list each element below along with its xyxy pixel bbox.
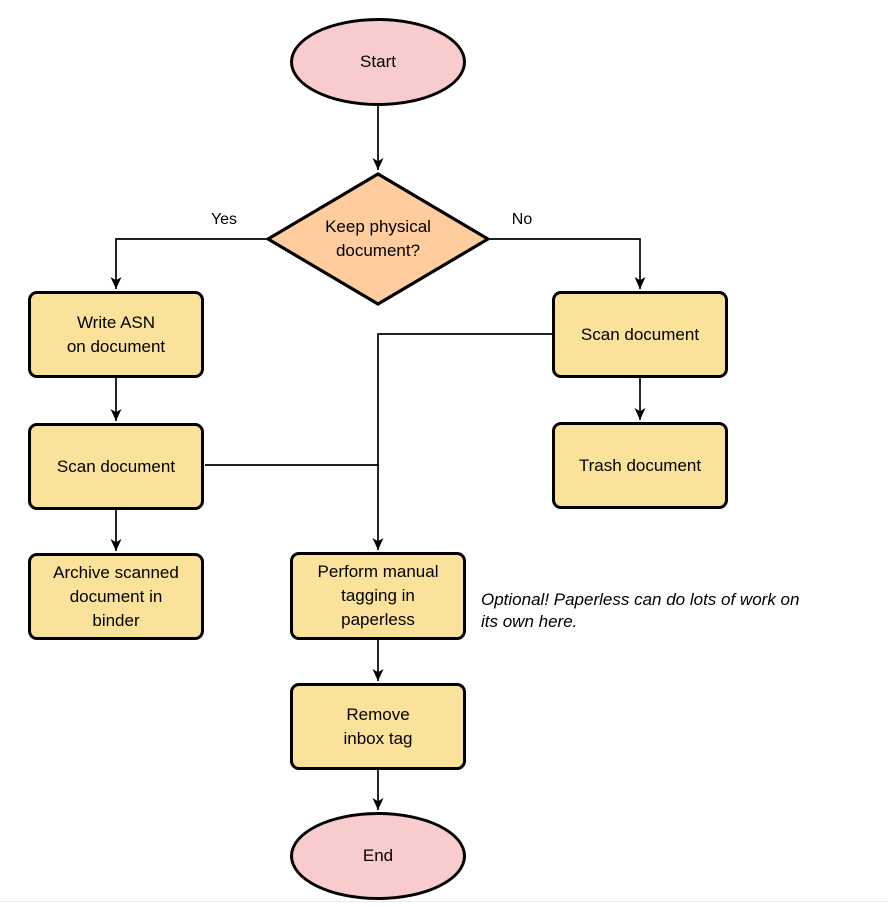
node-trash-document: Trash document [552,422,728,509]
node-scan-document-left: Scan document [28,423,204,510]
node-perform-manual-tagging: Perform manual tagging in paperless [290,552,466,640]
bottom-page-rule [0,901,888,902]
diamond-shape [266,172,490,306]
node-end-label: End [362,846,394,865]
edge-decision-no-to-scan-right [490,238,646,289]
node-scan-document-right: Scan document [552,291,728,378]
node-remove-inbox-tag: Remove inbox tag [290,683,466,770]
node-write-asn-on-document: Write ASN on document [28,291,204,378]
edge-label-yes: Yes [210,211,238,228]
optional-note: Optional! Paperless can do lots of work … [481,590,800,631]
node-end: End [290,812,466,900]
edge-scan-right-to-tagging [372,333,552,550]
edge-label-no: No [511,211,533,228]
node-tagging-label: Perform manual tagging in paperless [317,562,439,629]
node-trash-label: Trash document [578,455,702,475]
node-remove-inbox-label: Remove inbox tag [343,704,413,748]
node-keep-physical-document-decision: Keep physical document? [266,172,490,306]
node-scan-left-label: Scan document [56,456,176,476]
node-start: Start [290,18,466,106]
node-decision-label: Keep physical document? [325,217,431,260]
node-archive-label: Archive scanned document in binder [53,562,179,630]
node-scan-right-label: Scan document [580,324,700,344]
node-write-asn-label: Write ASN on document [66,312,166,356]
edge-decision-yes-to-write-asn [110,238,266,289]
node-start-label: Start [360,52,396,71]
node-archive-scanned-document: Archive scanned document in binder [28,553,204,640]
